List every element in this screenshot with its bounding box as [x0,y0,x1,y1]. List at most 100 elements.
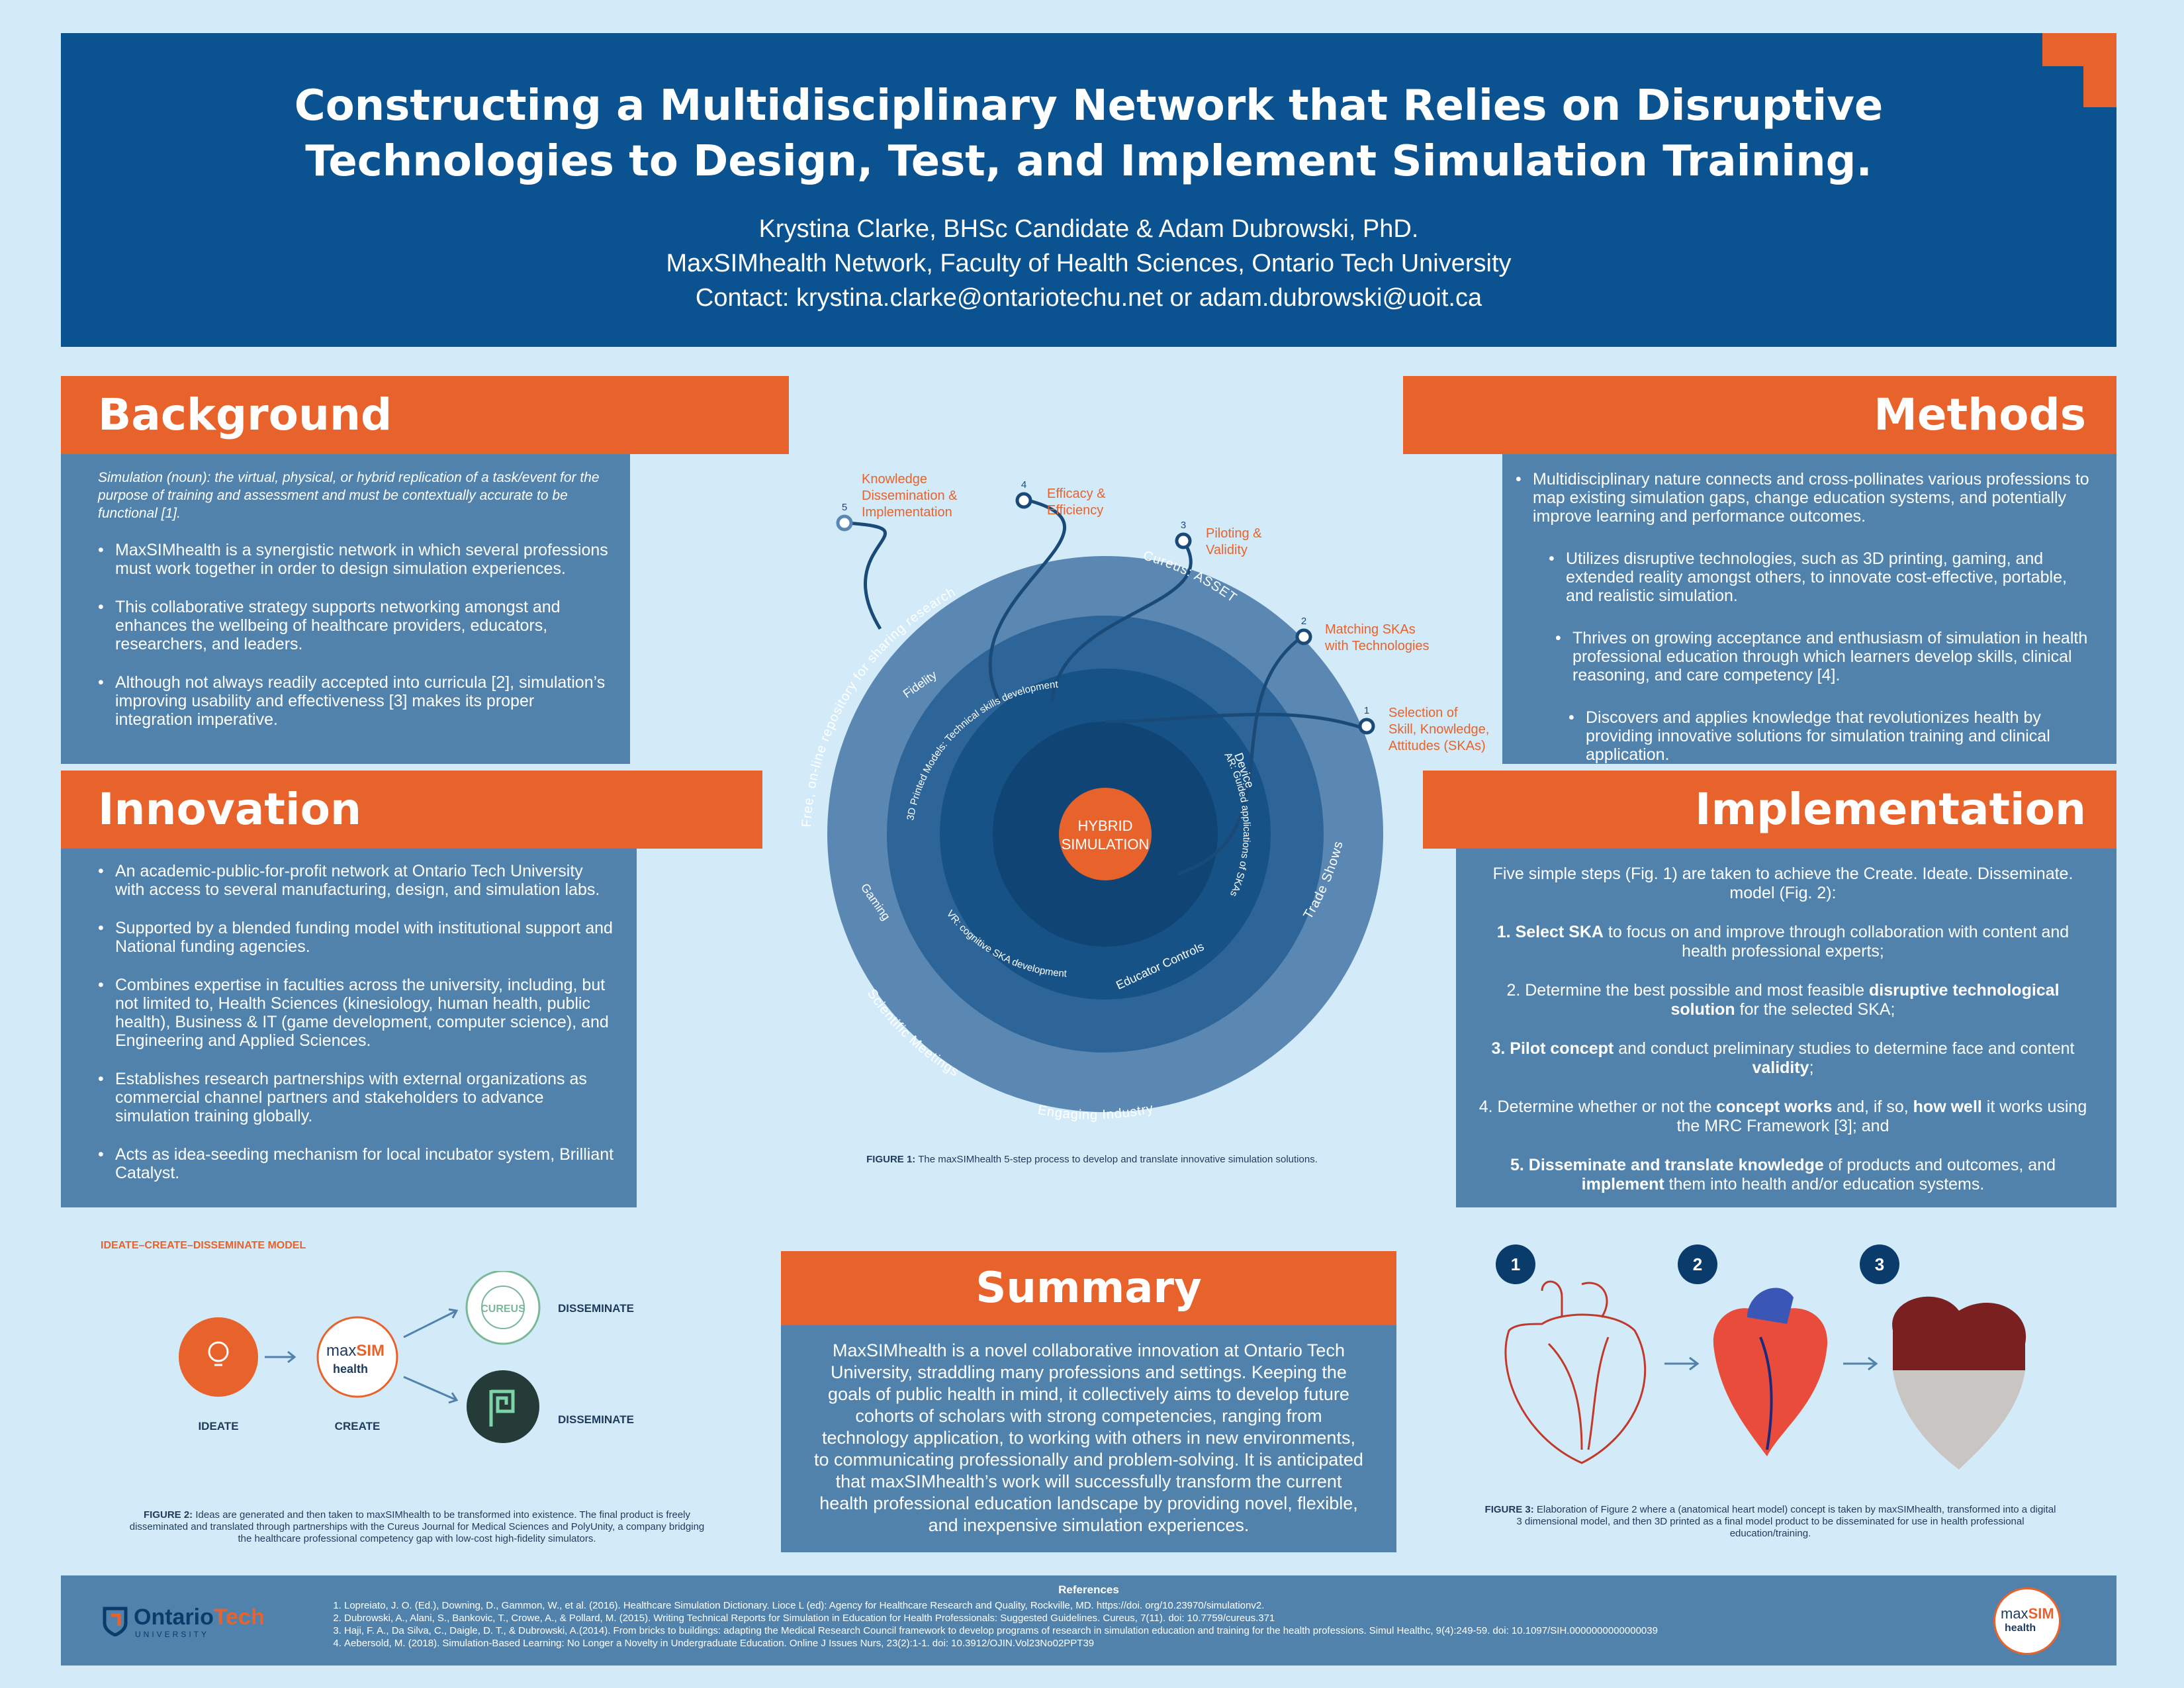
step-badge-3 [1860,1244,1899,1284]
implementation-step-4: 4. Determine whether or not the concept … [1479,1098,2087,1135]
step-4-label-a: Efficacy & [1047,487,1106,501]
step-badge-2 [1678,1244,1717,1284]
implementation-heading: Implementation [1423,771,2116,849]
arrow-icon [265,1350,296,1364]
list-item: Multidisciplinary nature connects and cr… [1516,470,2090,526]
step-2-label-a: Matching SKAs [1325,622,1416,637]
step-3-label-a: Piloting & [1206,526,1262,541]
polyunity-logo [467,1370,539,1443]
maxsimhealth-logo [316,1316,398,1398]
innovation-heading: Innovation [61,771,762,849]
connector-step-3 [1050,541,1193,702]
authors: Krystina Clarke, BHSc Candidate & Adam D… [758,215,1419,243]
step-badge-1 [1496,1244,1535,1284]
innovation-panel: An academic-public-for-profit network at… [61,849,637,1207]
lightbulb-icon [208,1341,229,1362]
step-2-marker [1295,628,1312,645]
arrow-icon [1664,1356,1700,1371]
implementation-step-1: 1. Select SKA to focus on and improve th… [1496,923,2070,961]
arrow-icon [403,1376,459,1404]
step-1-label-c: Attitudes (SKAs) [1388,739,1486,753]
cureus-seal [465,1271,541,1345]
step-1-label-b: Skill, Knowledge, [1388,722,1489,737]
background-panel: Simulation (noun): the virtual, physical… [61,454,630,764]
step-4-label-b: Efficiency [1047,503,1103,518]
step-1: 1 Selection of Skill, Knowledge, Attitud… [1358,705,1489,753]
figure3-diagram: 1 2 3 [1496,1244,2026,1470]
ontario-tech-shield-icon [103,1607,128,1636]
footer-logo-text: maxSIM [2001,1605,2054,1622]
arrow-icon [403,1308,459,1338]
list-item: An academic-public-for-profit network at… [98,862,617,899]
corner-accent [2042,33,2116,107]
affiliation: MaxSIMhealth Network, Faculty of Health … [666,250,1512,277]
references-title: References [1058,1583,1119,1596]
printed-heart-model [1892,1296,2026,1470]
maxsim-logo-health: health [333,1362,368,1376]
list-item: Although not always readily accepted int… [98,673,610,729]
implementation-intro: Five simple steps (Fig. 1) are taken to … [1492,865,2073,902]
step-5-label-c: Implementation [862,505,952,520]
step-5-number: 5 [842,502,847,513]
step-4-marker [1015,492,1032,509]
step-3-marker [1175,532,1192,549]
step-1-number: 1 [1364,705,1369,716]
step-5-label-b: Dissemination & [862,489,958,503]
connector-step-4 [988,498,1066,703]
anatomical-heart-sketch [1504,1280,1647,1464]
implementation-step-2: 2. Determine the best possible and most … [1506,981,2060,1019]
step-5-marker [836,514,853,532]
poster-header: Constructing a Multidisciplinary Network… [61,33,2116,347]
step-1-label-a: Selection of [1388,706,1458,720]
model-title: IDEATE–CREATE–DISSEMINATE MODEL [101,1240,306,1251]
references-bar: References Lopreiato, J. O. (Ed.), Downi… [61,1575,2116,1665]
ideate-label: IDEATE [198,1420,238,1432]
methods-list: Multidisciplinary nature connects and cr… [1516,470,2090,764]
list-item: This collaborative strategy supports net… [98,598,610,653]
center-label-1: HYBRID [1077,818,1132,834]
simulation-definition: Simulation (noun): the virtual, physical… [98,470,600,521]
list-item: MaxSIMhealth is a synergistic network in… [98,541,610,578]
implementation-step-3: 3. Pilot concept and conduct preliminary… [1491,1039,2075,1077]
connector-step-1 [1105,712,1364,730]
step-4-number: 4 [1021,479,1026,491]
step-badge-1-text: 1 [1511,1254,1520,1274]
list-item: Utilizes disruptive technologies, such a… [1549,549,2090,605]
step-5-label-a: Knowledge [862,472,927,487]
innovation-list: An academic-public-for-profit network at… [98,862,617,1182]
background-heading: Background [61,376,789,454]
list-item: Acts as idea-seeding mechanism for local… [98,1145,617,1182]
figure1-diagram: HYBRID SIMULATION Free, on-line reposito… [649,377,1555,1231]
step-2-number: 2 [1301,616,1306,627]
summary-text: MaxSIMhealth is a novel collaborative in… [814,1340,1363,1535]
figure3-caption: FIGURE 3: Elaboration of Figure 2 where … [1484,1504,2056,1539]
center-label-2: SIMULATION [1062,836,1150,853]
maxsimhealth-footer-logo: maxSIM health [1993,1587,2061,1655]
ideate-icon [179,1317,258,1397]
polyunity-icon [489,1389,515,1427]
list-item: Haji, F. A., Da Silva, C., Daigle, D. T.… [344,1624,1966,1637]
figure1-caption: FIGURE 1: The maxSIMhealth 5-step proces… [866,1154,1318,1165]
footer-logo-health: health [2005,1622,2036,1634]
step-4: 4 Efficacy & Efficiency [1015,479,1106,518]
list-item: Supported by a blended funding model wit… [98,919,617,956]
disseminate-label-2: DISSEMINATE [558,1413,634,1426]
list-item: Combines expertise in faculties across t… [98,976,617,1050]
arrow-icon [1843,1356,1878,1371]
poster-title: Constructing a Multidisciplinary Network… [294,81,1884,186]
ontario-tech-subtitle: UNIVERSITY [135,1630,210,1639]
cureus-seal-text: CUREUS [480,1303,525,1315]
contact: Contact: krystina.clarke@ontariotechu.ne… [695,284,1482,312]
list-item: Discovers and applies knowledge that rev… [1569,708,2090,764]
step-2: 2 Matching SKAs with Technologies [1295,616,1430,653]
cureus-seal-inner [481,1286,525,1329]
create-label: CREATE [335,1420,381,1432]
methods-heading: Methods [1403,376,2116,454]
background-list: MaxSIMhealth is a synergistic network in… [98,541,610,729]
maxsim-logo-text: maxSIM [326,1342,385,1360]
step-badge-3-text: 3 [1875,1254,1884,1274]
connector-step-5 [846,521,887,630]
step-3: 3 Piloting & Validity [1175,520,1262,557]
implementation-step-5: 5. Disseminate and translate knowledge o… [1510,1156,2056,1194]
references-list: Lopreiato, J. O. (Ed.), Downing, D., Gam… [326,1599,1966,1650]
